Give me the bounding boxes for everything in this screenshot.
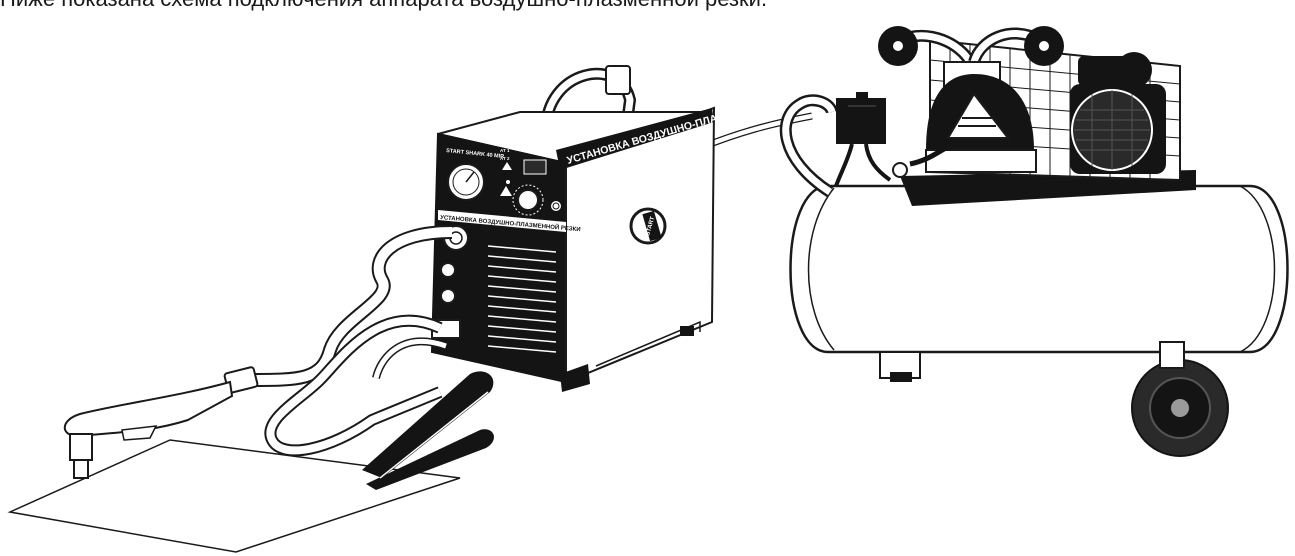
plasma-cutter: УСТАНОВКА ВОЗДУШНО-ПЛАЗМЕННОЙ РЕЗКИ STAR… — [432, 66, 806, 392]
electric-motor — [1070, 52, 1166, 174]
current-display — [524, 160, 546, 174]
current-knob — [518, 190, 538, 210]
air-compressor — [786, 26, 1288, 456]
torch-cable — [250, 232, 452, 380]
at2-label: АТ 2 — [500, 156, 510, 161]
outlet-valve — [893, 163, 907, 177]
compressor-tank — [791, 186, 1288, 352]
at1-label: АТ 1 — [500, 148, 510, 153]
